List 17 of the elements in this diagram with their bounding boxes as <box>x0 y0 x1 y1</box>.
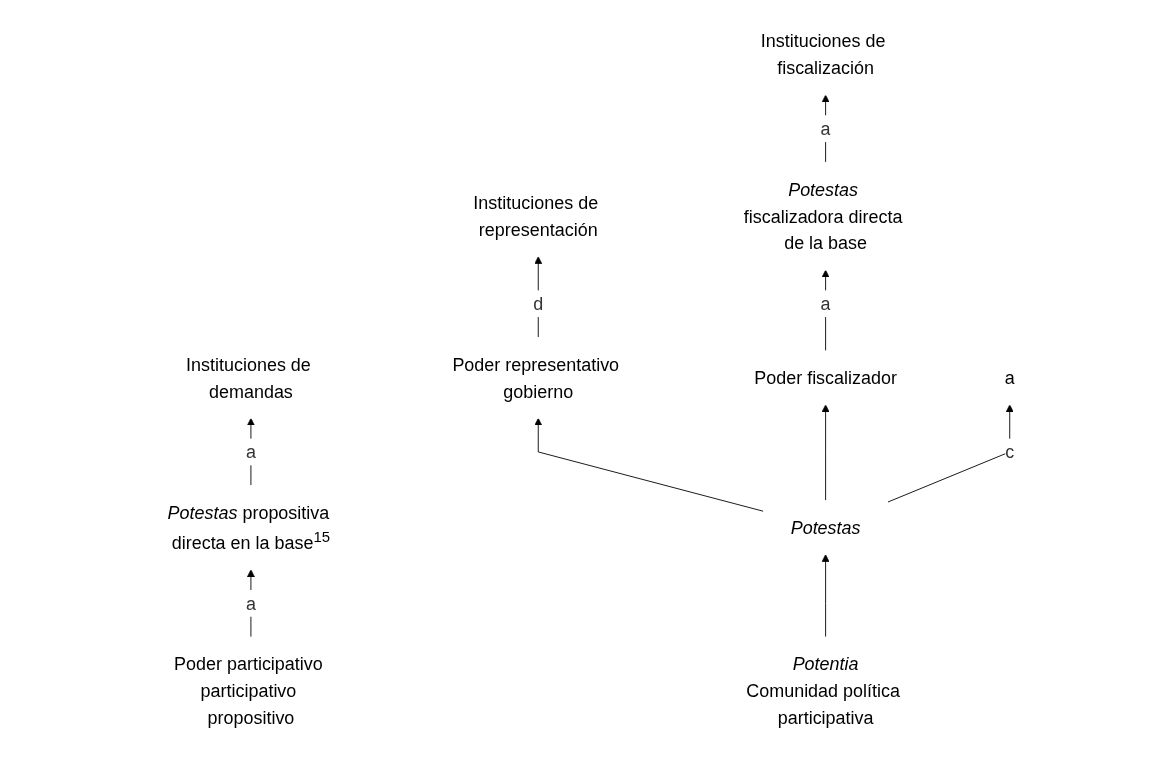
node-text: a <box>1004 367 1015 388</box>
node-text: Potestas propositiva directa en la base$^{15}$ <box>167 502 331 553</box>
node-text: Instituciones de demandas <box>186 354 311 402</box>
node-text: Poder representativo gobierno <box>452 354 620 402</box>
node-text: Potestas fiscalizadora directa de la base <box>743 179 903 254</box>
node-text: Poder participativo participativo propositivo <box>174 654 323 728</box>
node-text: Instituciones de fiscalización <box>760 31 886 78</box>
edge-label: a <box>820 293 831 314</box>
edge-label: c <box>1005 442 1015 462</box>
edge-label: a <box>246 593 256 614</box>
node-text: Potentia Comunidad política participativa <box>746 654 901 728</box>
node-text: Instituciones de representación <box>473 192 599 240</box>
edge-label: d <box>533 293 544 314</box>
edge-label: a <box>820 118 831 139</box>
node-text: Potestas <box>790 517 861 538</box>
node-text: Poder fiscalizador <box>754 367 898 388</box>
edge-label: a <box>246 442 256 462</box>
